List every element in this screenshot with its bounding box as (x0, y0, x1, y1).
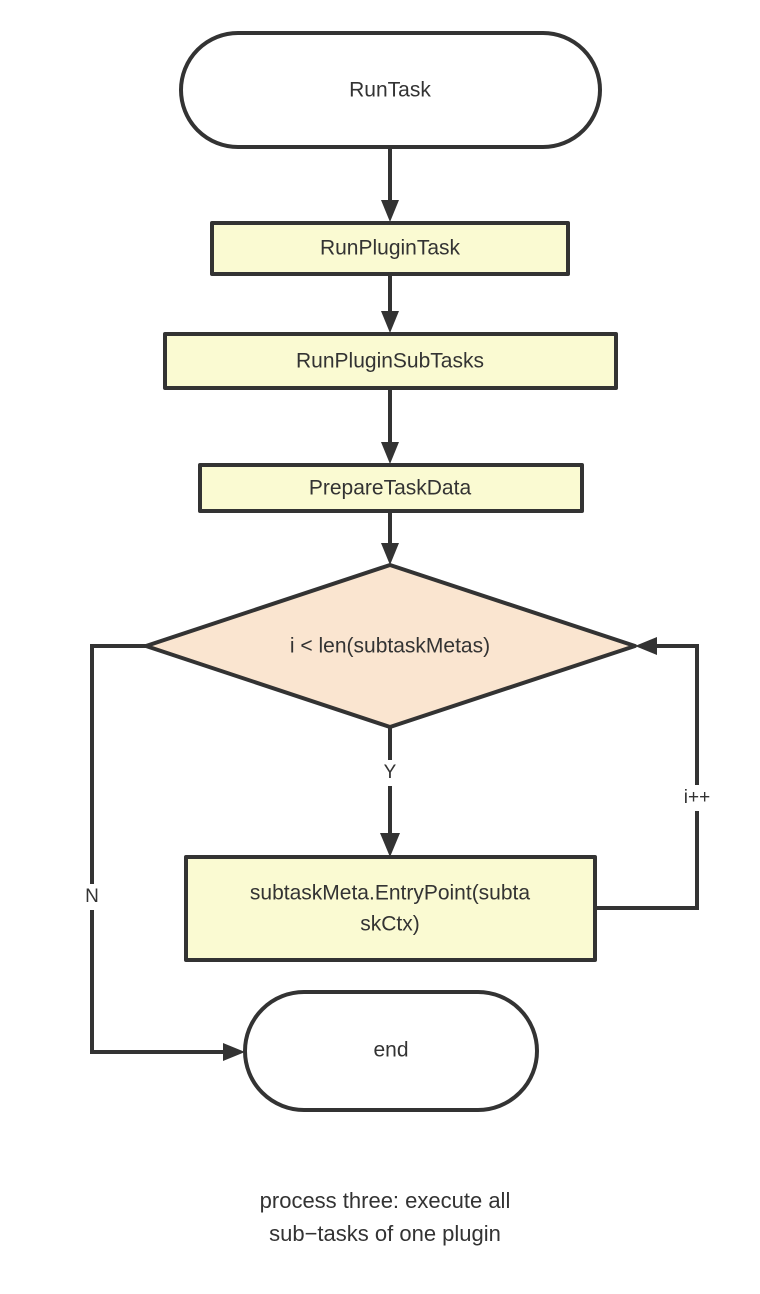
node-prepare-task-data[interactable]: PrepareTaskData (198, 463, 584, 513)
edge-run-plugin-task-to-run-plugin-subtasks (381, 274, 399, 333)
entry-point-label-line1: subtaskMeta.EntryPoint(subta (250, 882, 530, 905)
start-node-label: RunTask (349, 79, 431, 102)
prepare-task-data-label: PrepareTaskData (309, 477, 472, 500)
edge-label-increment: i++ (684, 787, 710, 808)
caption-line-2: sub−tasks of one plugin (269, 1221, 501, 1246)
edge-label-no: N (85, 886, 99, 907)
run-plugin-task-label: RunPluginTask (320, 237, 461, 260)
node-end[interactable]: end (243, 990, 539, 1112)
start-node-shape (179, 31, 602, 149)
edge-prepare-task-data-to-loop-condition (381, 511, 399, 565)
node-entry-point[interactable]: subtaskMeta.EntryPoint(subta skCtx) (184, 855, 597, 962)
run-plugin-subtasks-label: RunPluginSubTasks (296, 350, 484, 373)
node-loop-condition[interactable]: i < len(subtaskMetas) (144, 563, 637, 729)
edge-loop-condition-to-entry-point: Y (377, 727, 403, 857)
edge-start-to-run-plugin-task (381, 147, 399, 222)
edge-loop-condition-to-end: N (79, 644, 245, 1061)
diagram-caption: process three: execute all sub−tasks of … (260, 1188, 511, 1246)
node-start[interactable]: RunTask (179, 31, 602, 149)
loop-condition-label: i < len(subtaskMetas) (290, 635, 490, 658)
entry-point-label-line2: skCtx) (360, 913, 420, 936)
node-run-plugin-task[interactable]: RunPluginTask (210, 221, 570, 276)
edge-entry-point-to-loop-condition: i++ (595, 637, 718, 910)
prepare-task-data-shape (198, 463, 584, 513)
run-plugin-subtasks-shape (163, 332, 618, 390)
edge-run-plugin-subtasks-to-prepare-task-data (381, 388, 399, 464)
end-node-shape (243, 990, 539, 1112)
end-node-label: end (373, 1039, 408, 1062)
run-plugin-task-shape (210, 221, 570, 276)
entry-point-shape (184, 855, 597, 962)
caption-line-1: process three: execute all (260, 1188, 511, 1213)
node-run-plugin-subtasks[interactable]: RunPluginSubTasks (163, 332, 618, 390)
loop-condition-shape (144, 563, 637, 729)
edge-label-yes: Y (384, 762, 397, 783)
